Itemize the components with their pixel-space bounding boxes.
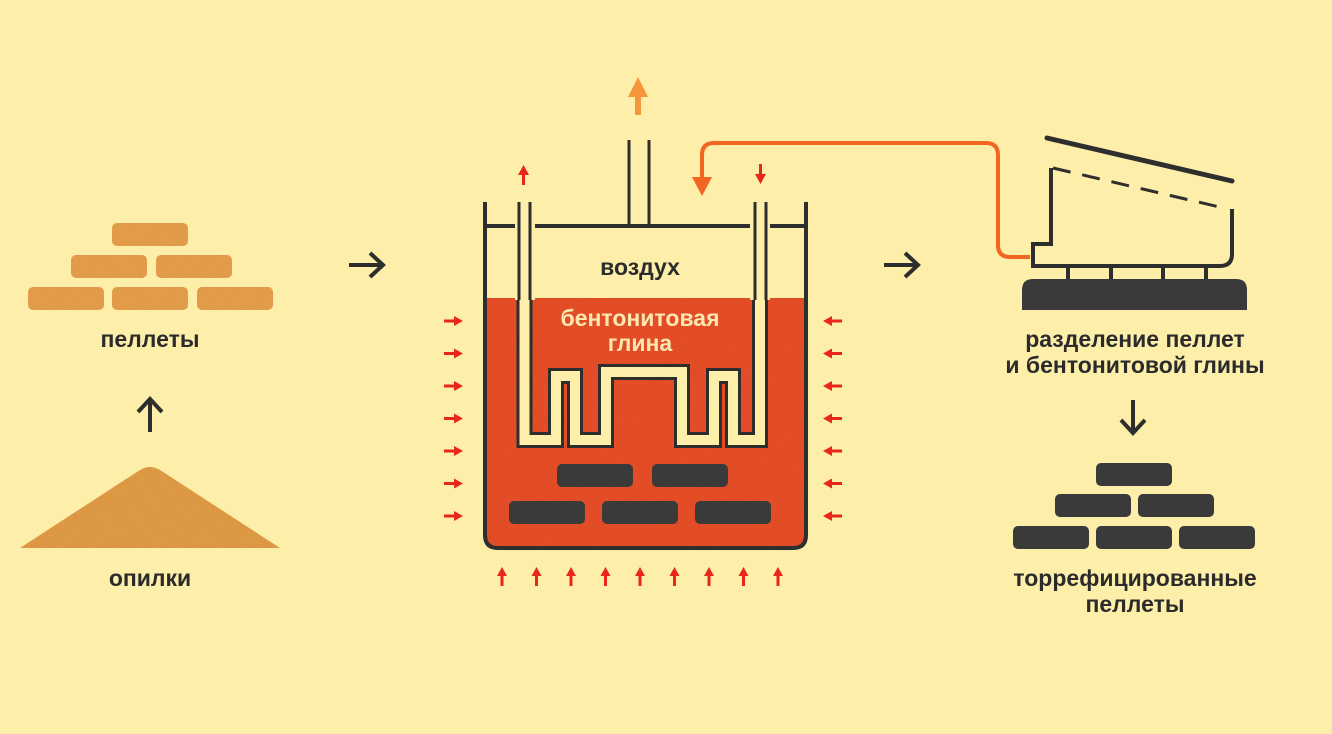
torrefied-pellet (1138, 494, 1214, 517)
separator-label-line2: и бентонитовой глины (1005, 352, 1265, 378)
heat-arrow-icon (444, 316, 463, 326)
torrefied-pellet (1055, 494, 1131, 517)
arrow-right-icon (884, 251, 921, 279)
torrefied-pellet (1096, 463, 1172, 486)
torrefied-pellet (1096, 526, 1172, 549)
sieve-base (1022, 279, 1247, 310)
heat-arrow-icon (823, 446, 842, 456)
heat-arrows-right (823, 316, 842, 521)
heat-arrow-icon (823, 316, 842, 326)
heat-arrow-icon (444, 348, 463, 359)
heat-arrow-icon (738, 567, 749, 586)
heat-arrow-icon (823, 348, 842, 359)
heat-arrow-icon (444, 446, 463, 456)
reactor-pellet (557, 464, 633, 487)
torrefied-pellet (1179, 526, 1255, 549)
raw-pellets-label: пеллеты (100, 326, 200, 352)
arrow-up-icon (136, 396, 164, 432)
reactor-vessel (483, 202, 808, 550)
exhaust-chimney (627, 140, 651, 226)
heat-arrow-icon (566, 567, 576, 586)
heat-arrow-icon (444, 381, 463, 391)
clay-label-line1: бентонитовая (560, 305, 720, 331)
torrefied-label-line2: пеллеты (1085, 591, 1185, 617)
pellets-in-reactor (509, 464, 771, 524)
heat-arrow-icon (823, 478, 842, 489)
heat-arrow-icon (444, 511, 463, 521)
air-label: воздух (600, 254, 680, 280)
reactor-pellet (602, 501, 678, 524)
heat-arrow-icon (669, 567, 680, 586)
clay-recycle-line (692, 141, 1030, 259)
torrefied-pellet (1013, 526, 1089, 549)
sawdust-label: опилки (108, 565, 192, 591)
heat-arrows-bottom (497, 567, 783, 586)
heat-arrow-icon (635, 567, 645, 586)
vibrating-sieve-icon (1022, 135, 1247, 310)
heat-arrow-icon (773, 567, 783, 586)
reactor-pellet (695, 501, 771, 524)
tube-outflow-arrow-icon (518, 165, 529, 185)
heat-arrow-icon (531, 567, 542, 586)
heat-arrow-icon (823, 381, 842, 391)
arrow-down-icon (1119, 400, 1147, 436)
heat-arrow-icon (444, 478, 463, 489)
heat-arrow-icon (823, 413, 842, 424)
raw-pellet (28, 287, 104, 310)
raw-pellet (112, 223, 188, 246)
raw-pellet (112, 287, 188, 310)
clay-label-line2: глина (607, 330, 673, 356)
torrefied-label-line1: торрефицированные (1013, 565, 1257, 591)
separator-label-line1: разделение пеллет (1025, 326, 1245, 352)
recycle-arrowhead-icon (692, 177, 712, 196)
raw-pellet (71, 255, 147, 278)
tube-inflow-arrow-icon (755, 164, 766, 184)
reactor-pellet (652, 464, 728, 487)
heat-arrows-left (444, 316, 463, 521)
heat-arrow-icon (823, 511, 842, 521)
arrow-right-icon (349, 251, 386, 279)
heat-arrow-icon (497, 567, 507, 586)
heat-arrow-icon (704, 567, 714, 586)
raw-pellet (197, 287, 273, 310)
reactor-pellet (509, 501, 585, 524)
sawdust-pile-icon (20, 467, 280, 548)
torrefied-pellets-icon (1013, 463, 1255, 549)
raw-pellet (156, 255, 232, 278)
heat-arrow-icon (600, 567, 611, 586)
raw-pellets-icon (28, 223, 273, 310)
exhaust-arrow-icon (628, 77, 648, 115)
heat-arrow-icon (444, 413, 463, 424)
air-tube-coil (515, 200, 770, 448)
